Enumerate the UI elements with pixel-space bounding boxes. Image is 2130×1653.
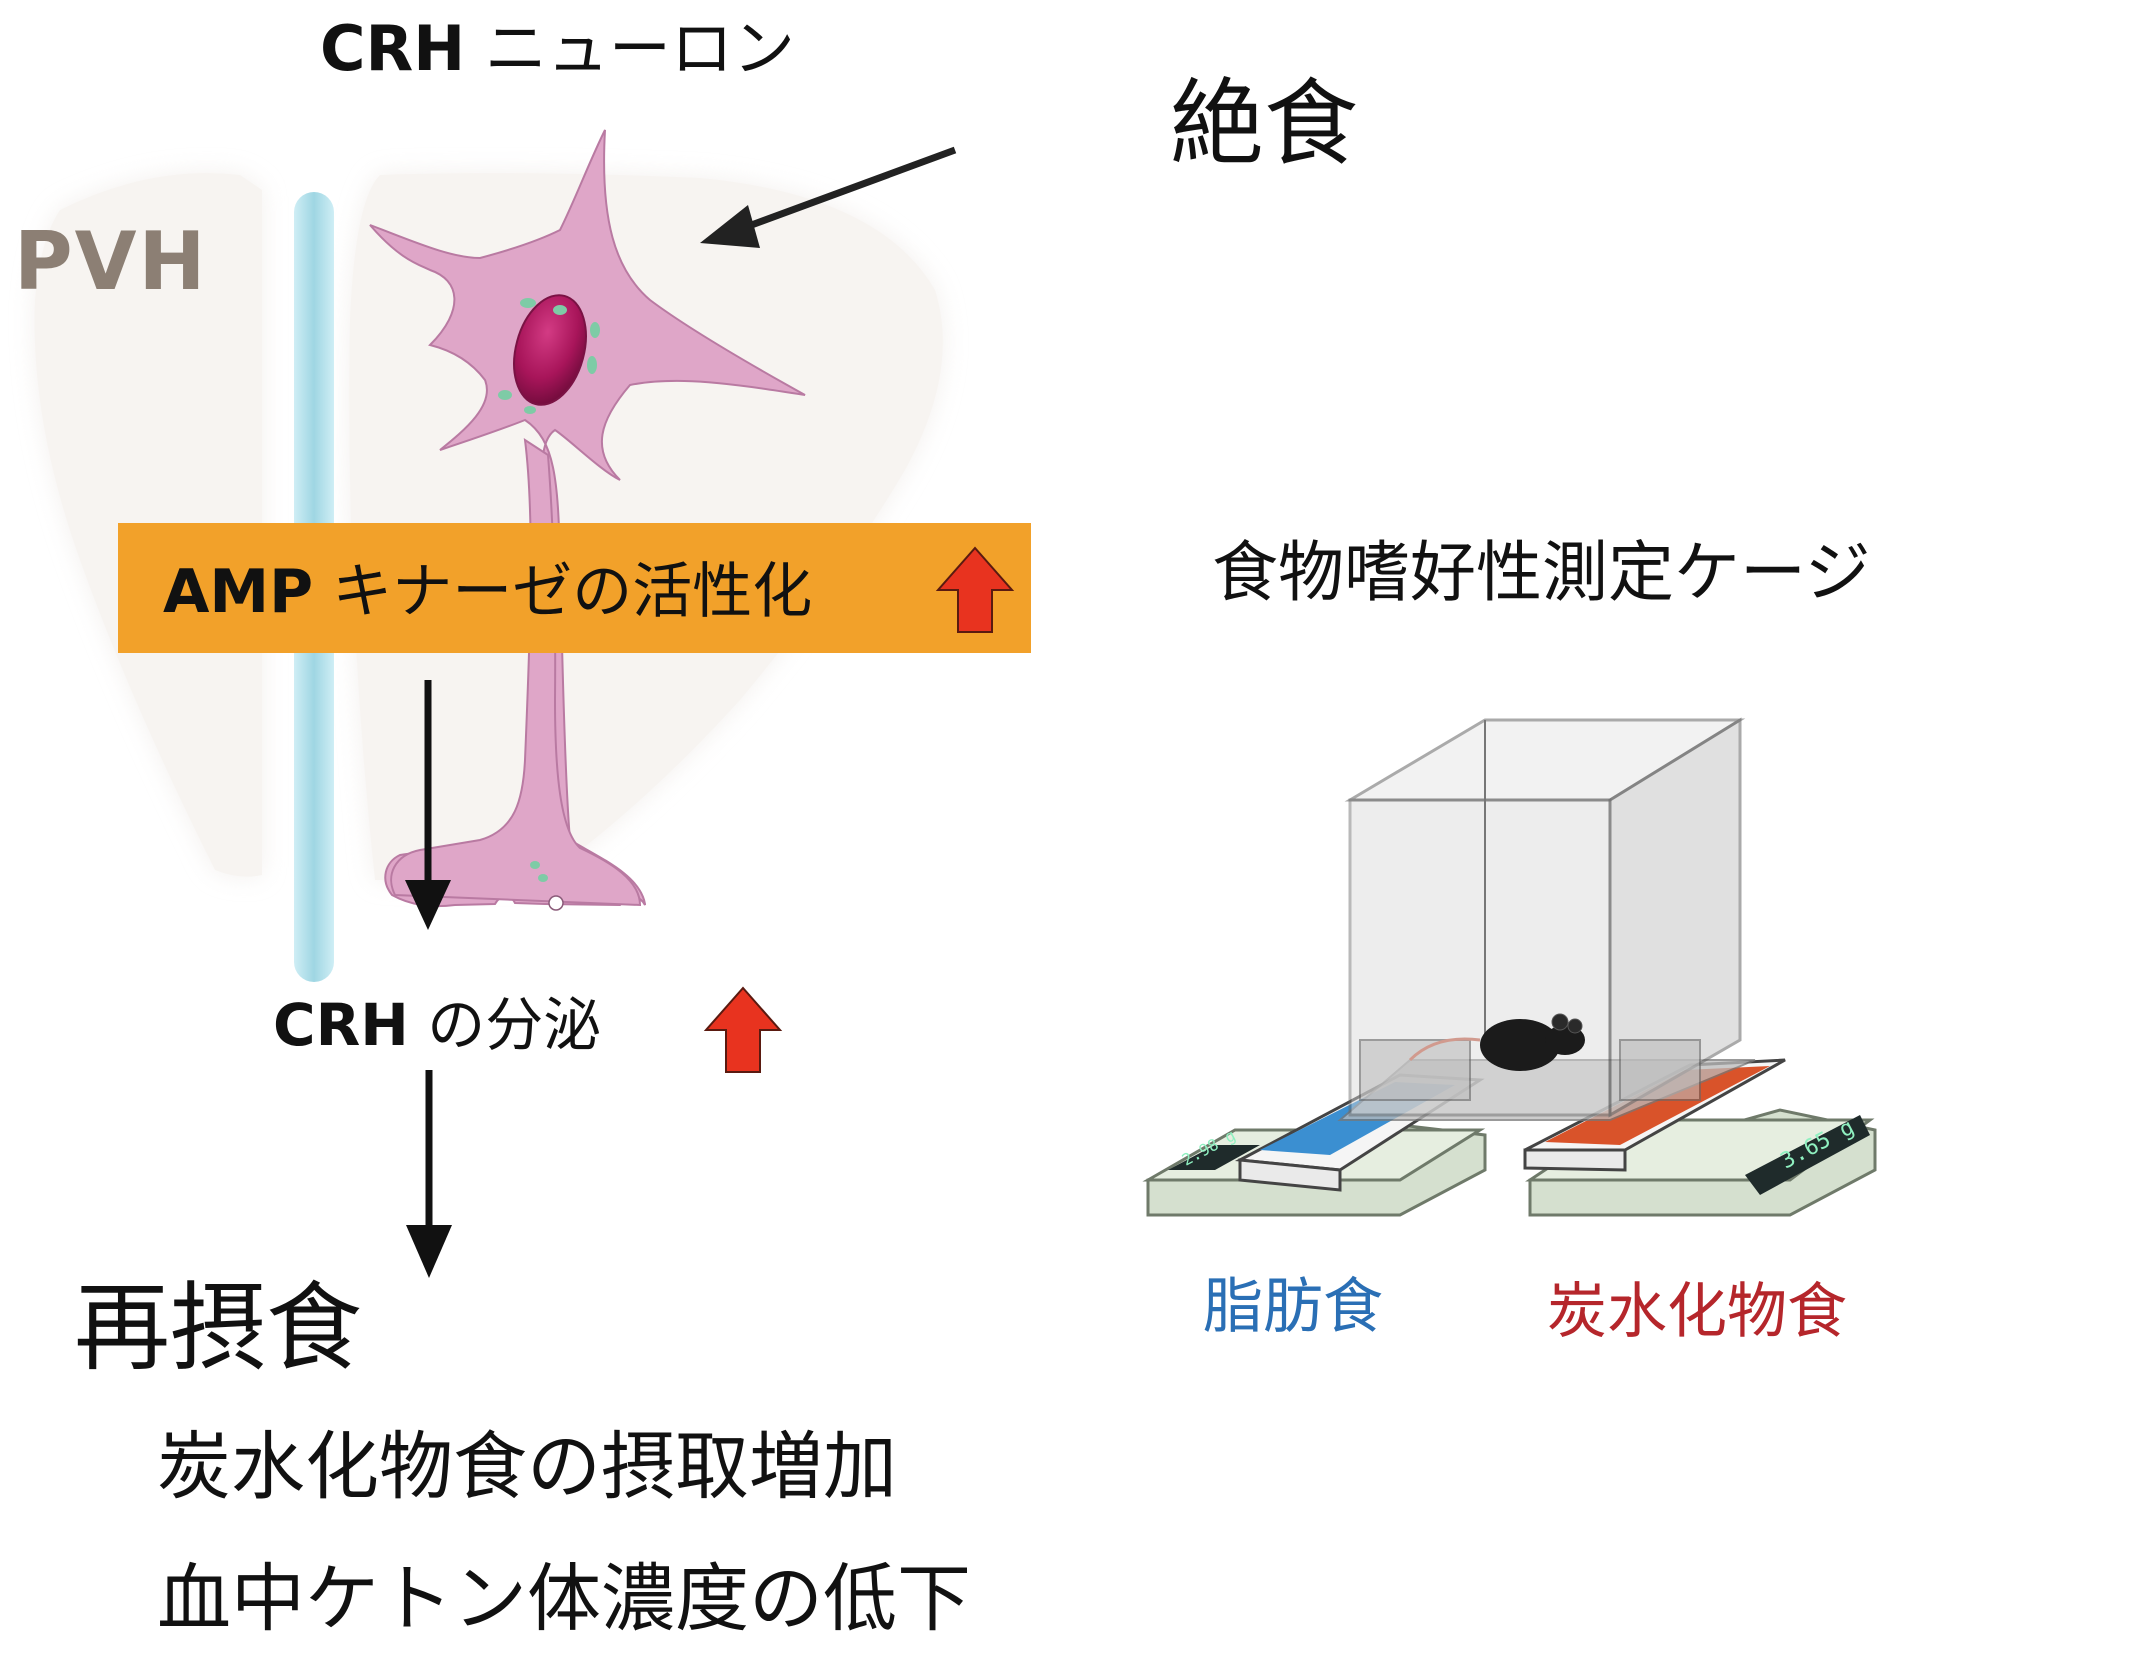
effect-carb-intake: 炭水化物食の摂取増加 bbox=[157, 1424, 897, 1510]
down-arrow-icon bbox=[405, 680, 451, 930]
carb-diet-label: 炭水化物食 bbox=[1547, 1277, 1847, 1347]
cage-title: 食物嗜好性測定ケージ bbox=[1212, 534, 1871, 611]
crh-secretion-bold: CRH bbox=[273, 991, 409, 1059]
amp-label-rest: キナーゼの活性化 bbox=[313, 557, 813, 627]
fat-diet-label: 脂肪食 bbox=[1203, 1272, 1383, 1342]
fasting-arrow bbox=[700, 146, 957, 248]
crh-neuron-label-bold: CRH bbox=[320, 12, 466, 85]
amp-kinase-bar bbox=[118, 523, 1031, 653]
mouse-icon bbox=[1408, 1013, 1585, 1071]
amp-kinase-label: AMP キナーゼの活性化 bbox=[163, 562, 812, 622]
up-arrow-icon bbox=[703, 986, 783, 1073]
refeeding-label: 再摂食 bbox=[74, 1272, 362, 1384]
effect-ketone-decrease: 血中ケトン体濃度の低下 bbox=[157, 1556, 971, 1642]
down-arrow-icon bbox=[406, 1070, 452, 1278]
crh-neuron-label: CRH ニューロン bbox=[320, 18, 795, 80]
fasting-label: 絶食 bbox=[1170, 70, 1359, 179]
amp-label-bold: AMP bbox=[163, 557, 314, 627]
crh-neuron-label-rest: ニューロン bbox=[465, 12, 795, 85]
cage-illustration bbox=[1142, 717, 1877, 1217]
up-arrow-icon bbox=[935, 546, 1015, 633]
pvh-label: PVH bbox=[14, 215, 208, 308]
crh-secretion-label: CRH の分泌 bbox=[273, 996, 601, 1054]
crh-secretion-rest: の分泌 bbox=[408, 991, 602, 1059]
